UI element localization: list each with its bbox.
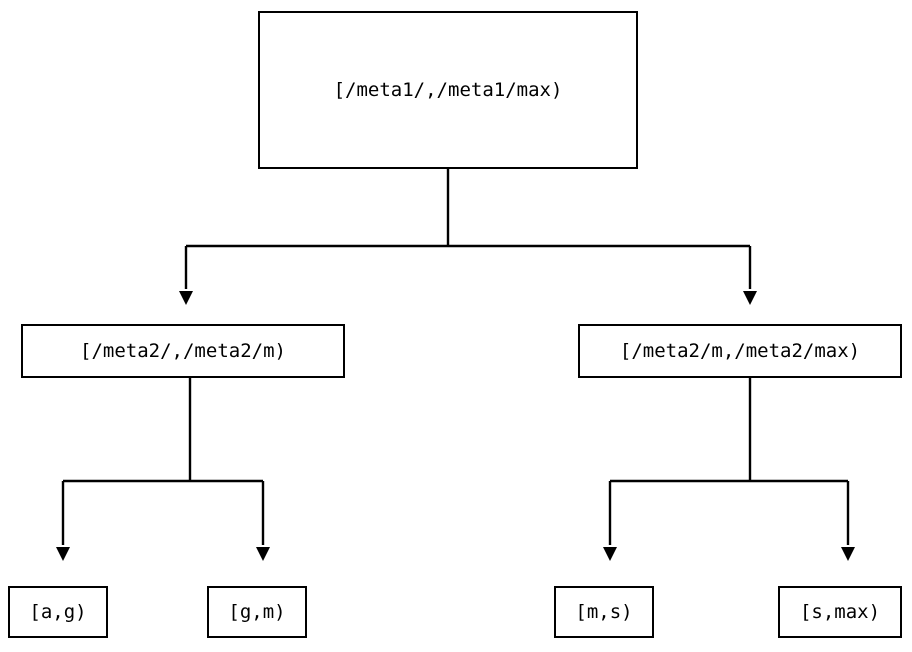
edge-mid-right-to-leaves — [603, 378, 855, 561]
edge-mid-left-to-leaves — [56, 378, 270, 561]
edge-root-to-mid-level — [179, 169, 757, 305]
node-leaf-m-s[interactable]: [m,s) — [554, 586, 654, 638]
arrowhead-leaf-ms-icon — [603, 547, 617, 561]
node-leaf-s-max-label: [s,max) — [799, 600, 881, 623]
node-root[interactable]: [/meta1/,/meta1/max) — [258, 11, 638, 169]
node-leaf-g-m[interactable]: [g,m) — [207, 586, 307, 638]
node-leaf-g-m-label: [g,m) — [228, 600, 286, 623]
arrowhead-leaf-ag-icon — [56, 547, 70, 561]
arrowhead-leaf-smax-icon — [841, 547, 855, 561]
node-leaf-s-max[interactable]: [s,max) — [778, 586, 902, 638]
arrowhead-mid-right-icon — [743, 291, 757, 305]
node-leaf-a-g[interactable]: [a,g) — [8, 586, 108, 638]
node-leaf-a-g-label: [a,g) — [29, 600, 87, 623]
node-leaf-m-s-label: [m,s) — [575, 600, 633, 623]
node-mid-right[interactable]: [/meta2/m,/meta2/max) — [578, 324, 902, 378]
node-mid-right-label: [/meta2/m,/meta2/max) — [619, 339, 861, 362]
arrowhead-leaf-gm-icon — [256, 547, 270, 561]
node-mid-left-label: [/meta2/,/meta2/m) — [80, 339, 286, 362]
arrowhead-mid-left-icon — [179, 291, 193, 305]
node-root-label: [/meta1/,/meta1/max) — [333, 78, 563, 101]
node-mid-left[interactable]: [/meta2/,/meta2/m) — [21, 324, 345, 378]
